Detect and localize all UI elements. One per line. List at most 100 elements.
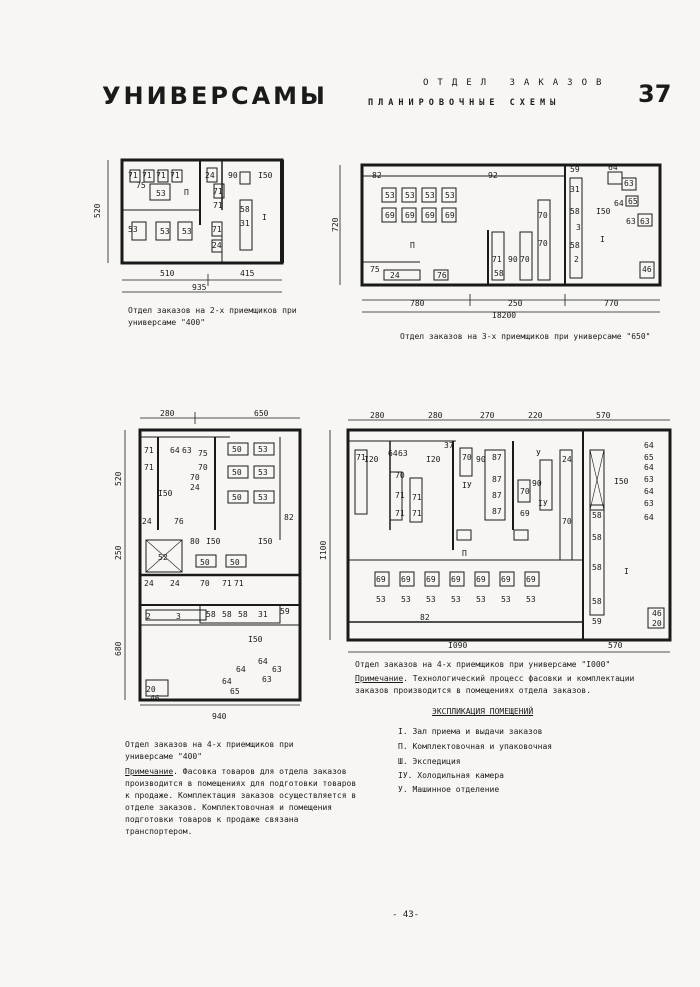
room-label: 53 [405,191,415,200]
room-label: 46 [150,694,160,703]
room-label: I [624,567,629,576]
dimension-label: 520 [114,471,123,486]
room-label: П [184,188,189,197]
room-label: 53 [476,595,486,604]
plan-3-note: Примечание. Фасовка товаров для отдела з… [125,766,360,838]
dimension-label: 780 [410,299,425,308]
room-label: 70 [562,517,572,526]
room-label: 58 [592,511,602,520]
room-label: 58 [206,610,216,619]
room-label: I20 [364,455,379,464]
room-label: 63 [644,499,654,508]
room-label: 70 [395,471,405,480]
room-label: 71 [234,579,244,588]
room-label: 90 [508,255,518,264]
plan-1 [107,158,284,293]
dimension-label: 680 [114,641,123,656]
room-label: 58 [222,610,232,619]
room-label: 80 [190,537,200,546]
room-label: I [262,213,267,222]
room-label: 53 [258,445,268,454]
room-label: 71 [213,187,223,196]
plan-3 [124,412,302,706]
room-label: 64 [236,665,246,674]
plan-3-labels: 71 64 63 75 50 53 70 50 53 71 70 24 I50 … [114,409,294,721]
room-label: 52 [158,553,168,562]
room-label: 53 [128,225,138,234]
room-label: 24 [205,171,215,180]
legend-title: ЭКСПЛИКАЦИЯ ПОМЕЩЕНИЙ [432,707,534,716]
room-label: 63 [182,446,192,455]
room-label: 50 [232,493,242,502]
room-label: 76 [437,271,447,280]
room-label: 69 [376,575,386,584]
dimension-label: 720 [331,217,340,232]
room-label: 50 [232,468,242,477]
dimension-label: 770 [604,299,619,308]
plan-2-labels: 82 92 59 53 53 53 53 69 69 69 69 31 58 5… [331,163,652,320]
room-label: 24 [190,483,200,492]
room-label: 69 [526,575,536,584]
room-label: У [536,449,541,458]
room-label: 50 [200,558,210,567]
room-label: 71 [156,171,166,180]
room-label: I50 [596,207,611,216]
dimension-label: 940 [212,712,227,721]
room-label: 64 [258,657,268,666]
room-label: 53 [182,227,192,236]
room-label: 53 [501,595,511,604]
room-label: 87 [492,507,502,516]
room-label: 70 [520,487,530,496]
room-label: 53 [445,191,455,200]
room-label: I50 [258,171,273,180]
room-label: 70 [538,211,548,220]
note-label: Примечание [355,674,404,683]
room-label: 20 [652,619,662,628]
room-label: I50 [614,477,629,486]
room-label: 70 [198,463,208,472]
dimension-label: 935 [192,283,207,292]
room-label: П [410,241,415,250]
room-label: 65 [230,687,240,696]
note-text: . Фасовка товаров для отдела заказов про… [125,767,357,836]
room-label: 59 [592,617,602,626]
room-label: 75 [198,449,208,458]
room-label: 87 [492,453,502,462]
room-label: 24 [212,241,222,250]
note-label: Примечание [125,767,174,776]
dimension-label: 280 [160,409,175,418]
room-label: 2 [146,612,151,621]
room-label: 64 [644,463,654,472]
page-reference: - 43- [392,910,420,920]
room-label: 3 [576,223,581,232]
plan-4 [329,419,672,653]
room-label: 31 [258,610,268,619]
room-label: 70 [538,239,548,248]
room-label: 58 [570,241,580,250]
room-label: 63 [624,179,634,188]
room-label: 82 [420,613,430,622]
dimension-label: 280 [428,411,443,420]
room-label: 63 [640,217,650,226]
plan-3-caption: Отдел заказов на 4-х приемщиков при унив… [125,740,294,761]
room-label: I50 [258,537,273,546]
legend-item: П. Комплектовочная и упаковочная [398,742,553,751]
room-label: 24 [390,271,400,280]
dimension-label: 570 [596,411,611,420]
room-label: 63 [626,217,636,226]
room-label: 2 [574,255,579,264]
room-label: 20 [146,685,156,694]
legend-item: У. Машинное отделение [398,785,500,794]
room-label: 70 [520,255,530,264]
room-label: 76 [174,517,184,526]
room-label: 75 [136,181,146,190]
room-label: 69 [445,211,455,220]
room-label: I50 [248,635,263,644]
dimension-label: 415 [240,269,255,278]
room-label: 63 [262,675,272,684]
page-number: 37 [638,80,672,108]
dimension-label: 570 [608,641,623,650]
room-label: I50 [206,537,221,546]
